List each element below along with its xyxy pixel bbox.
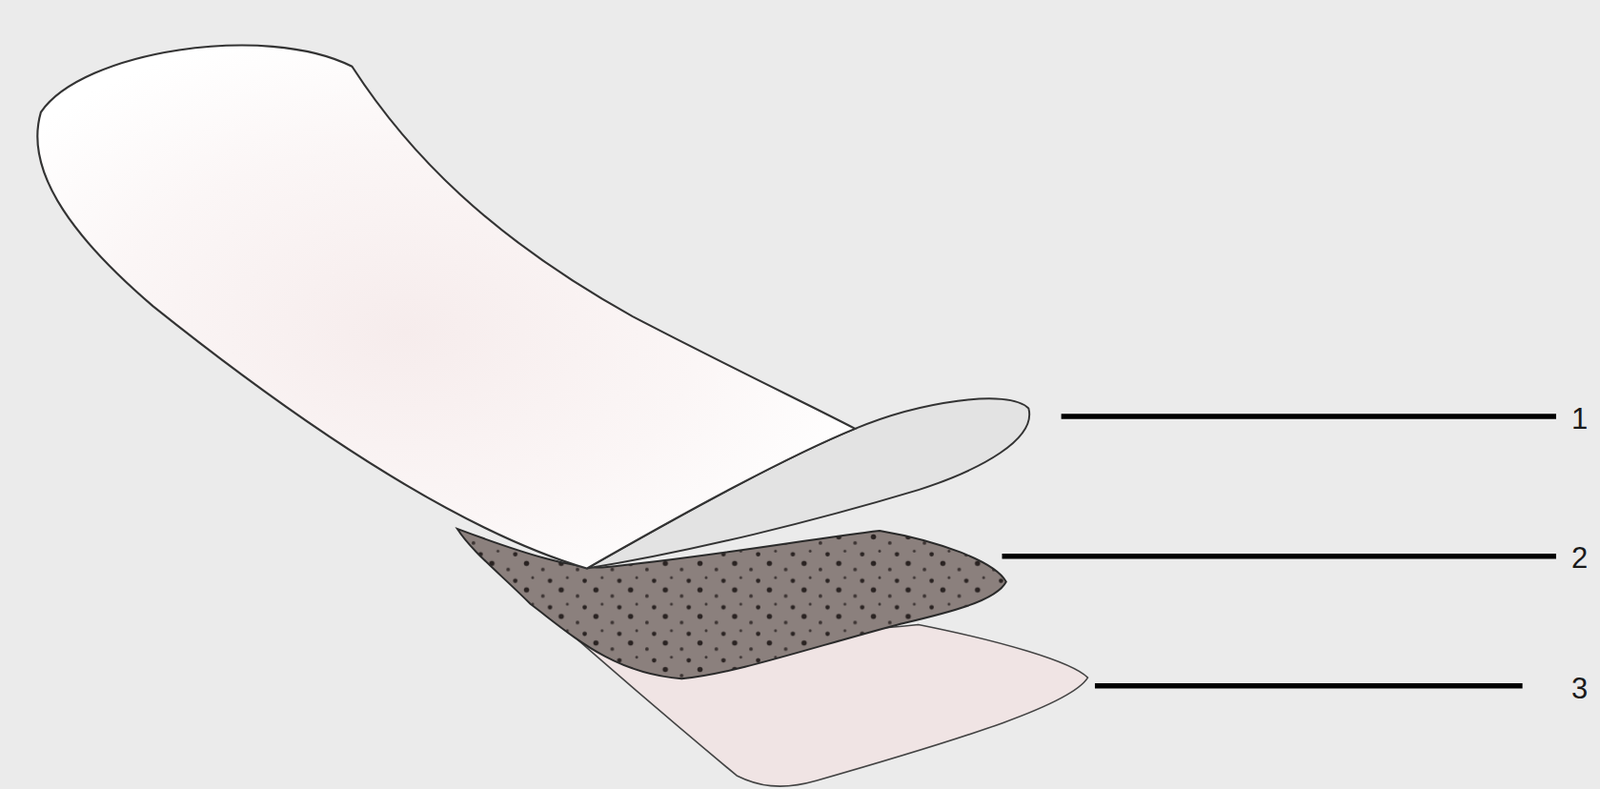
leader-line (1061, 413, 1557, 419)
leader-line (1094, 683, 1523, 689)
callout-number: 2 (1571, 543, 1588, 573)
callout-number: 3 (1571, 673, 1588, 704)
topsheet-layer (37, 44, 855, 568)
leader-line (1002, 553, 1557, 559)
callout-number: 1 (1571, 404, 1588, 434)
